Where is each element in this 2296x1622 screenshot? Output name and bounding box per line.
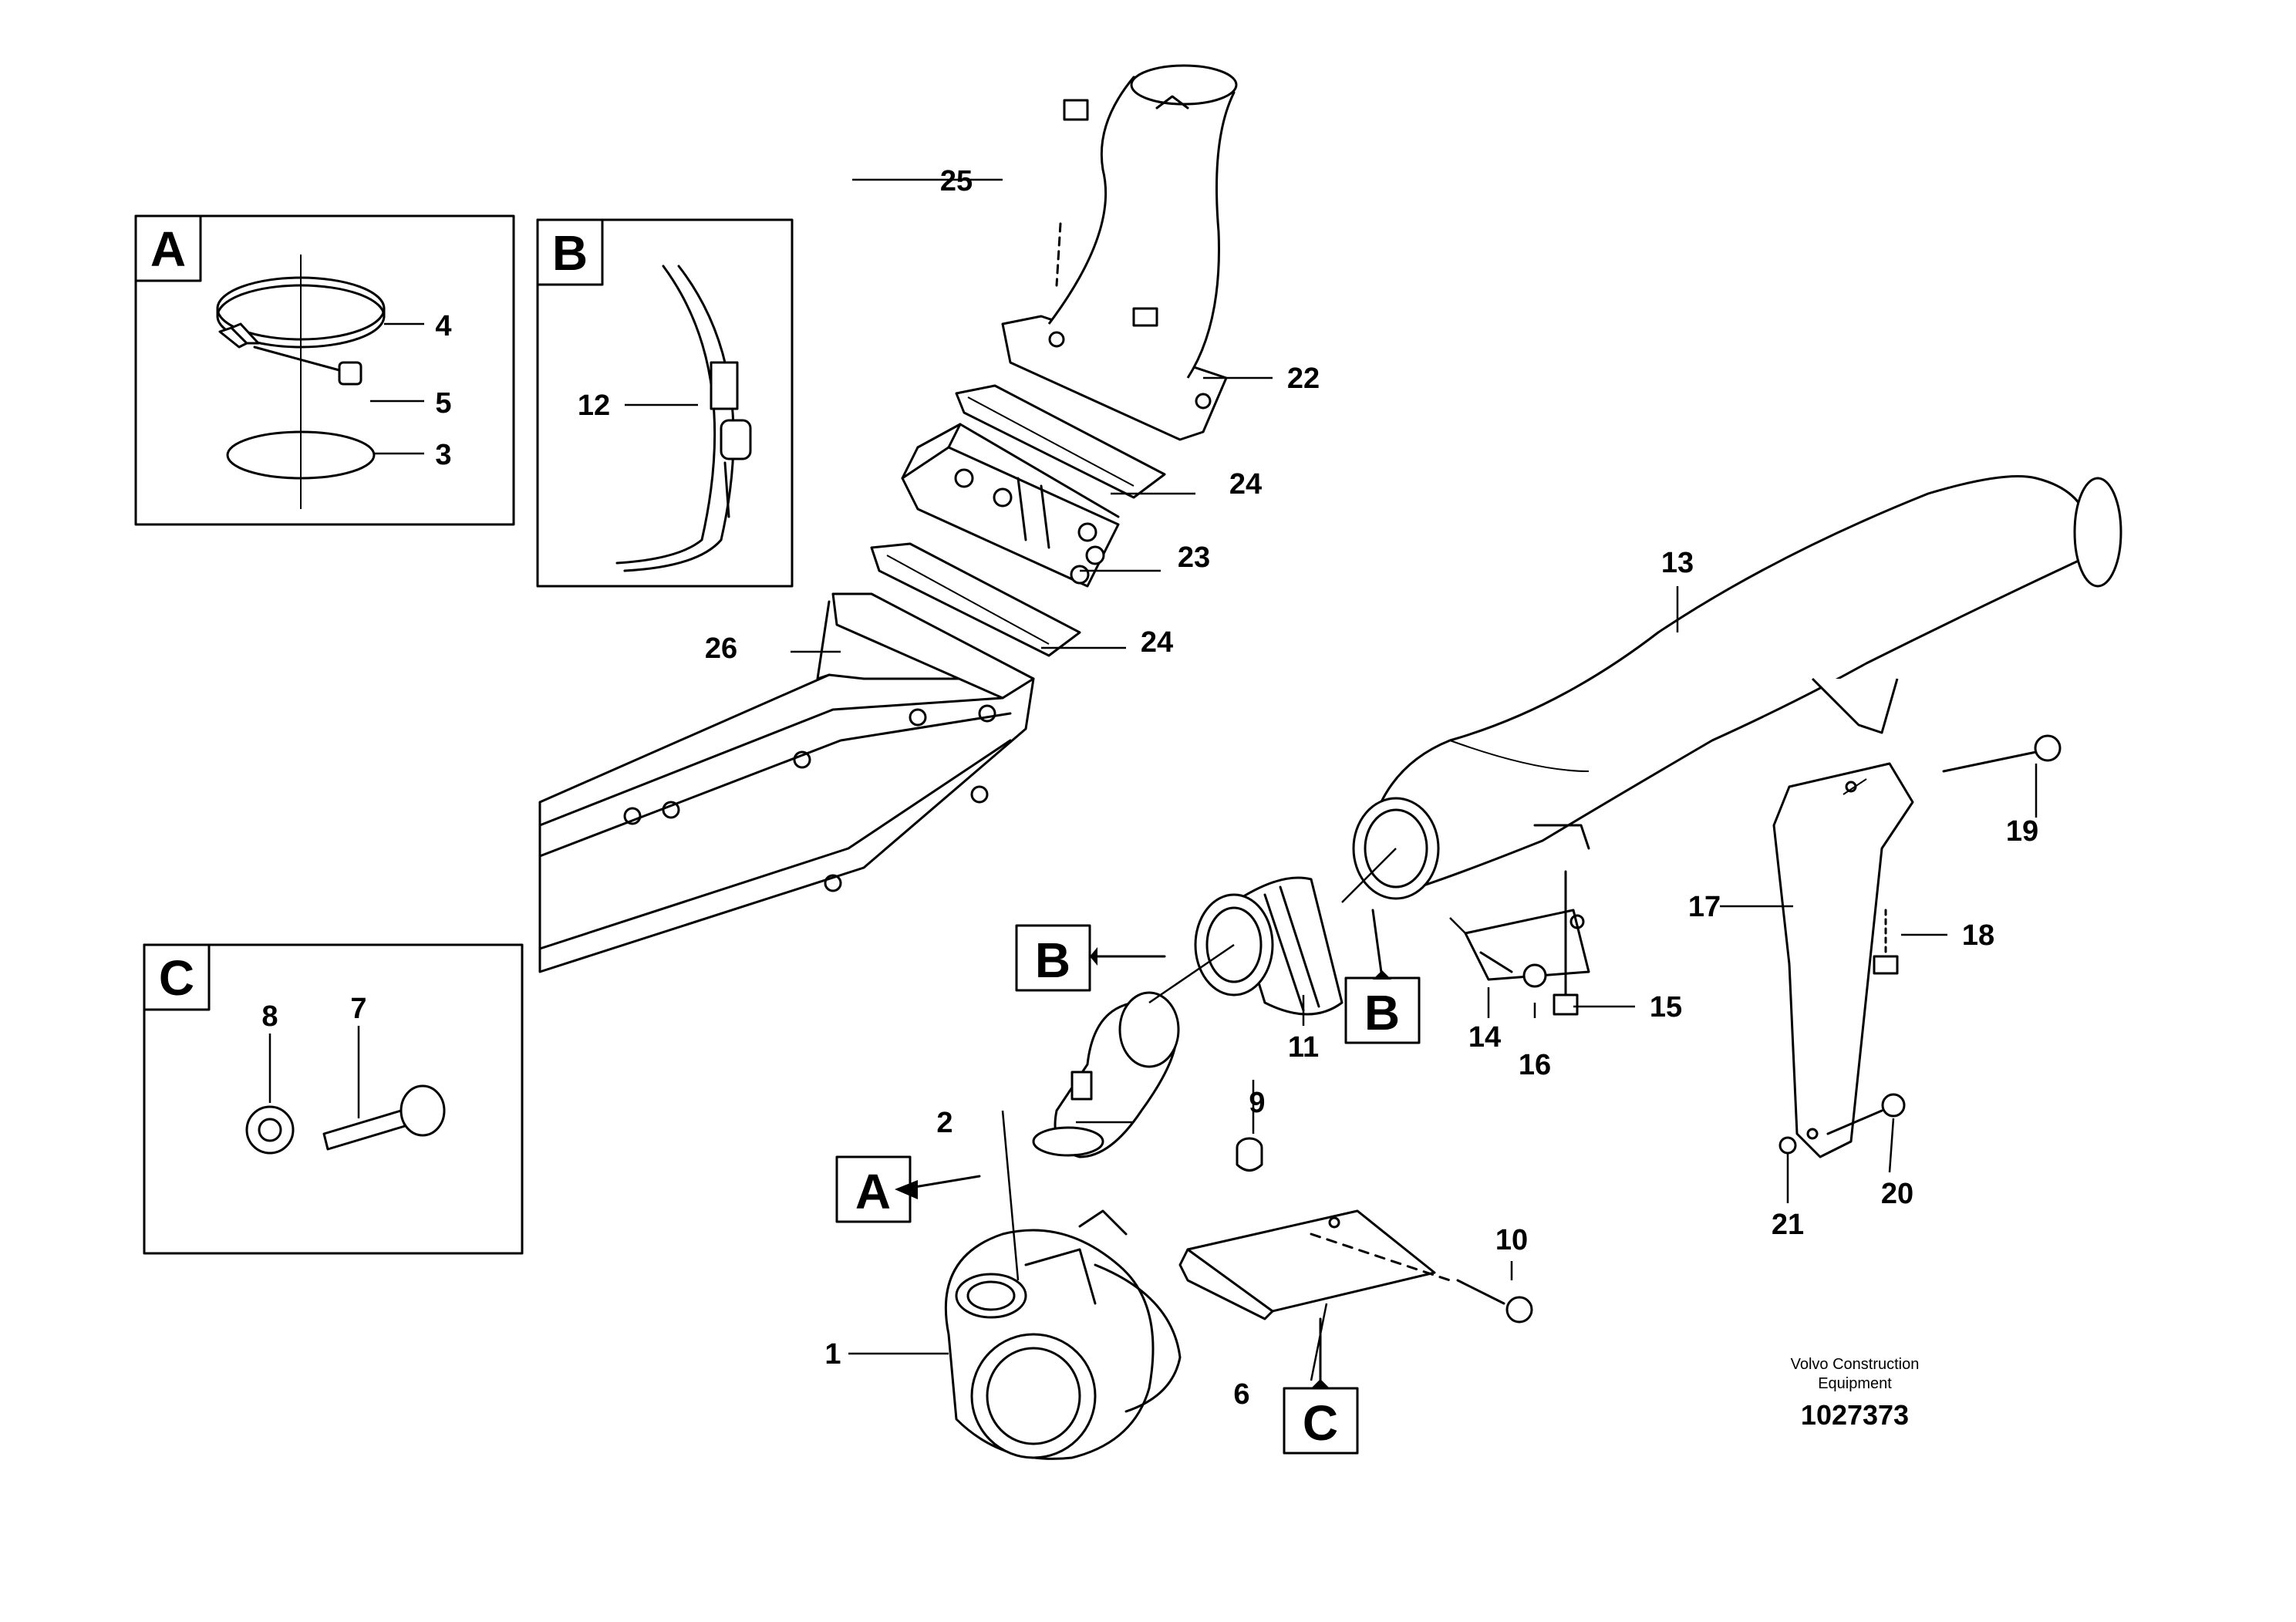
label-16: 16 xyxy=(1519,1049,1551,1081)
label-17: 17 xyxy=(1688,891,1721,923)
part-labels: 4 5 3 12 8 7 25 22 24 23 24 26 13 19 17 … xyxy=(261,165,2038,1411)
footer-line1: Volvo Construction xyxy=(1791,1356,1920,1373)
drawing-number: 1027373 xyxy=(1801,1399,1909,1431)
callout-b-left: B xyxy=(1015,924,1166,992)
callout-b-right: B xyxy=(1344,909,1421,1044)
svg-text:B: B xyxy=(1364,985,1400,1040)
label-18: 18 xyxy=(1962,919,1994,952)
label-26: 26 xyxy=(705,632,737,665)
detail-box-a-letter: A xyxy=(150,221,186,277)
label-24b: 24 xyxy=(1141,626,1173,659)
label-5: 5 xyxy=(435,387,451,420)
detail-box-b-letter: B xyxy=(552,225,588,281)
label-24a: 24 xyxy=(1229,468,1262,501)
label-12: 12 xyxy=(578,389,610,422)
main-assembly xyxy=(538,64,2122,1460)
label-20: 20 xyxy=(1881,1178,1913,1210)
svg-text:B: B xyxy=(1035,932,1070,988)
detail-box-b: B xyxy=(536,218,794,588)
label-8: 8 xyxy=(261,1000,278,1033)
label-19: 19 xyxy=(2006,815,2038,848)
label-1: 1 xyxy=(824,1338,841,1371)
label-13: 13 xyxy=(1661,547,1694,579)
label-2: 2 xyxy=(936,1107,952,1139)
label-10: 10 xyxy=(1495,1224,1528,1256)
label-9: 9 xyxy=(1249,1087,1265,1119)
callout-a: A xyxy=(835,1155,981,1223)
label-25: 25 xyxy=(940,165,973,197)
label-4: 4 xyxy=(435,310,451,342)
label-22: 22 xyxy=(1287,363,1320,395)
detail-box-c: C xyxy=(143,943,524,1255)
label-15: 15 xyxy=(1650,991,1682,1023)
label-3: 3 xyxy=(435,439,451,471)
detail-box-c-letter: C xyxy=(159,950,194,1006)
label-7: 7 xyxy=(350,993,366,1025)
label-6: 6 xyxy=(1233,1378,1249,1411)
label-21: 21 xyxy=(1772,1209,1804,1241)
leader-lines xyxy=(791,178,2038,1381)
svg-text:A: A xyxy=(855,1164,891,1219)
label-14: 14 xyxy=(1468,1021,1501,1054)
label-23: 23 xyxy=(1178,541,1210,574)
footer-line2: Equipment xyxy=(1818,1375,1892,1392)
detail-box-a: A xyxy=(134,214,515,526)
label-11: 11 xyxy=(1288,1031,1319,1064)
footer: Volvo Construction Equipment 1027373 xyxy=(1791,1356,1920,1431)
callout-c: C xyxy=(1283,1317,1359,1455)
svg-text:C: C xyxy=(1303,1395,1338,1451)
